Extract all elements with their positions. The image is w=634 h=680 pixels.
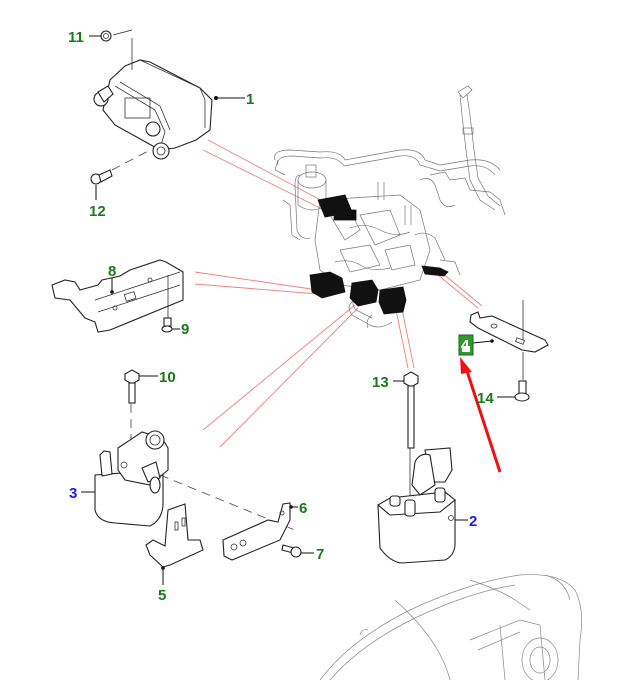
callout-12[interactable]: 12 <box>89 203 106 220</box>
callout-leaders <box>81 35 515 585</box>
part-11-nut[interactable] <box>100 30 112 42</box>
part-9-bolt[interactable] <box>161 275 173 333</box>
callout-11[interactable]: 11 <box>68 29 84 46</box>
part-13-bolt[interactable] <box>403 371 419 500</box>
assembly-highlight-bracket-8 <box>309 271 346 299</box>
part-1-cooler[interactable] <box>93 29 218 160</box>
part-8-bracket[interactable] <box>51 259 184 333</box>
callout-9[interactable]: 9 <box>181 321 189 338</box>
part-3-valve-module[interactable] <box>94 430 296 531</box>
part-4-bracket[interactable] <box>469 300 549 380</box>
part-10-bolt[interactable] <box>124 369 140 450</box>
callout-14[interactable]: 14 <box>477 390 494 407</box>
callout-8[interactable]: 8 <box>108 263 116 280</box>
vehicle-outline <box>319 574 582 680</box>
callout-4[interactable]: 4 <box>461 337 470 354</box>
pointer-arrow <box>460 357 502 473</box>
main-assembly <box>274 85 506 329</box>
part-6-bracket[interactable] <box>222 502 293 561</box>
callout-10[interactable]: 10 <box>159 369 176 386</box>
callout-labels: 11 1 12 8 9 10 3 5 6 7 13 2 14 4 <box>68 29 494 604</box>
part-12-bolt[interactable] <box>90 149 151 185</box>
callout-1[interactable]: 1 <box>246 91 254 108</box>
reference-lines <box>194 139 483 448</box>
callout-3[interactable]: 3 <box>69 485 77 502</box>
part-7-bolt[interactable] <box>281 544 302 558</box>
callout-4-selected[interactable]: 4 <box>458 334 474 356</box>
callout-6[interactable]: 6 <box>299 500 307 517</box>
callout-5[interactable]: 5 <box>158 587 166 604</box>
part-14-bolt[interactable] <box>514 380 530 402</box>
assembly-highlight-module-2 <box>378 286 407 315</box>
part-5-bracket[interactable] <box>145 503 204 570</box>
part-2-module[interactable] <box>377 447 456 564</box>
assembly-highlight-bracket-4 <box>421 265 449 277</box>
assembly-highlight-valve-3 <box>349 279 379 307</box>
callout-13[interactable]: 13 <box>372 374 389 391</box>
callout-2[interactable]: 2 <box>469 513 477 530</box>
callout-7[interactable]: 7 <box>316 546 324 563</box>
